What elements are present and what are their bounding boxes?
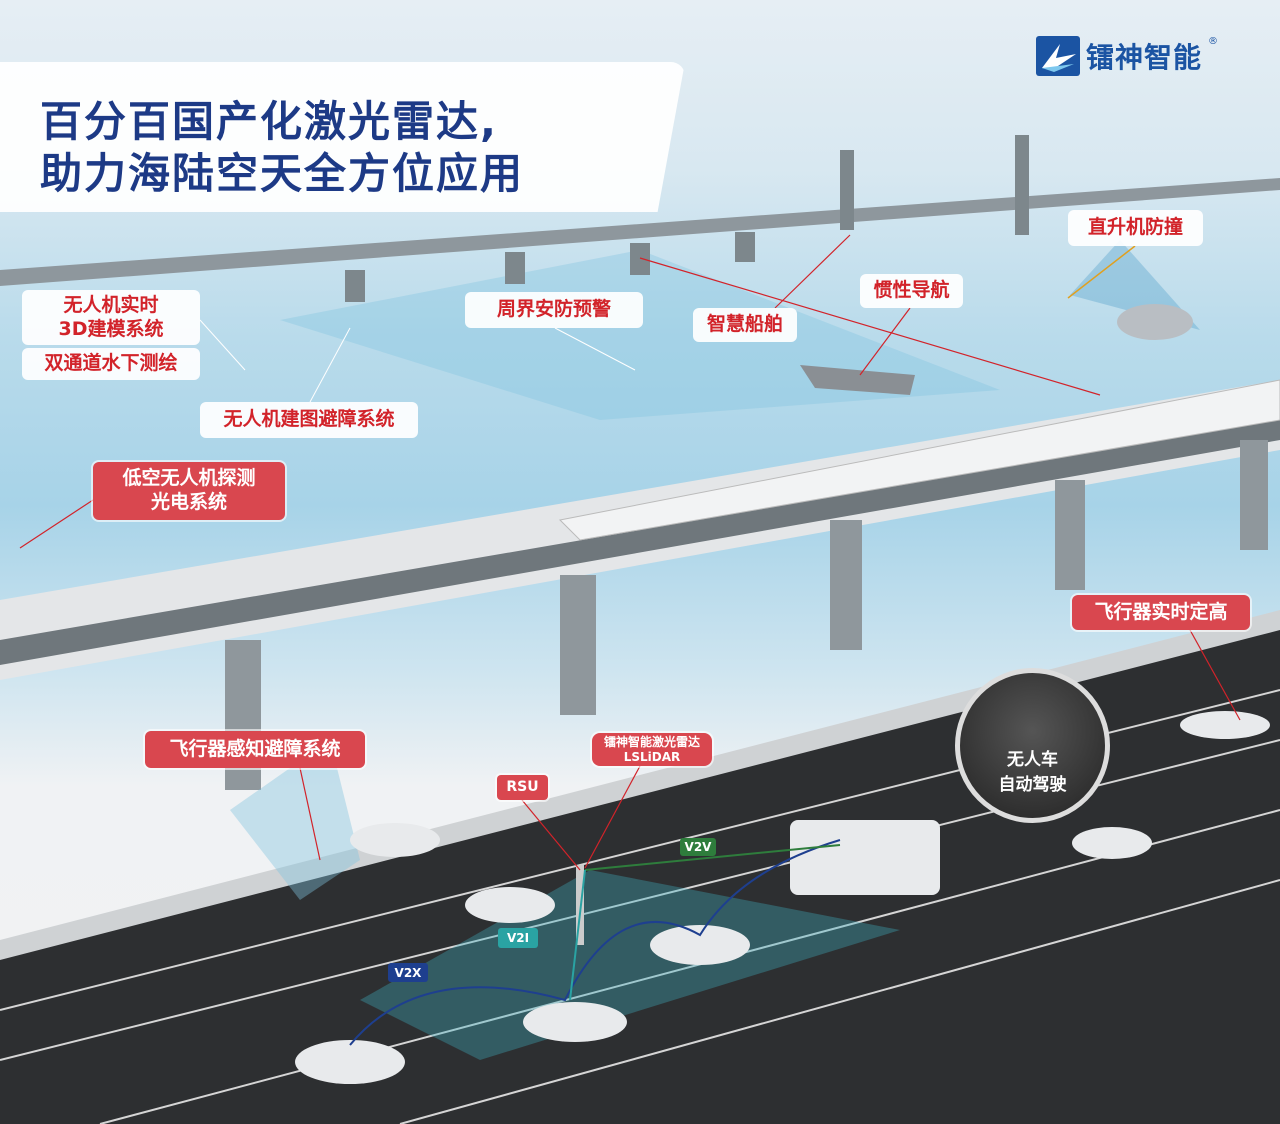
- page-title-line2: 助力海陆空天全方位应用: [40, 149, 525, 198]
- label-line: 无人车: [1007, 750, 1058, 770]
- label-line: 3D建模系统: [58, 317, 164, 340]
- title-panel: [0, 62, 685, 212]
- logo-mark-icon: [1036, 36, 1080, 76]
- lidar-coverage: [360, 870, 900, 1060]
- brand-logo: 镭神智能 ®: [1036, 36, 1218, 76]
- label-drone-mapping-avoidance: 无人机建图避障系统: [200, 402, 418, 438]
- aircraft-sensor-cone: [230, 740, 360, 900]
- helicopter-leader-line: [1067, 245, 1136, 299]
- tag-v2i: V2I: [498, 928, 538, 948]
- page-title-line1: 百分百国产化激光雷达,: [40, 97, 498, 146]
- label-inertial-navigation: 惯性导航: [860, 274, 963, 308]
- white-leader-lines: [199, 319, 636, 403]
- tag-v2x: V2X: [388, 963, 428, 982]
- v2x-link: [349, 839, 841, 1046]
- label-line: 镭神智能激光雷达: [603, 735, 700, 750]
- highway-barrier: [0, 610, 1280, 960]
- label-line: 低空无人机探测: [122, 467, 256, 490]
- label-underwater-mapping: 双通道水下测绘: [22, 348, 200, 380]
- label-low-altitude-detection: 低空无人机探测 光电系统: [93, 462, 285, 520]
- leader-lines: [19, 234, 1241, 871]
- v2i-link: [569, 869, 586, 1001]
- label-line: 自动驾驶: [998, 775, 1067, 795]
- tag-v2v: V2V: [680, 838, 716, 856]
- bridge-piers: [345, 135, 1029, 302]
- helicopter: [1117, 304, 1193, 340]
- label-line: 无人机实时: [63, 293, 159, 316]
- label-rsu: RSU: [497, 775, 548, 800]
- label-aircraft-altitude: 飞行器实时定高: [1072, 595, 1250, 630]
- label-aircraft-avoidance: 飞行器感知避障系统: [145, 731, 365, 768]
- autonomous-car-callout: 无人车 自动驾驶: [955, 668, 1110, 823]
- label-helicopter-anticollision: 直升机防撞: [1068, 210, 1203, 246]
- v2v-link: [584, 844, 841, 871]
- label-drone-3d-modeling: 无人机实时 3D建模系统: [22, 290, 200, 345]
- label-line: 光电系统: [150, 491, 227, 513]
- high-speed-train: [558, 379, 1280, 541]
- label-perimeter-warning: 周界安防预警: [465, 292, 643, 328]
- registered-mark: ®: [1208, 36, 1219, 47]
- label-lslidar: 镭神智能激光雷达 LSLiDAR: [592, 733, 712, 766]
- label-line: LSLiDAR: [623, 749, 681, 764]
- label-smart-ship: 智慧船舶: [693, 308, 797, 342]
- logo-text: 镭神智能: [1086, 41, 1203, 74]
- vehicles: [295, 711, 1270, 1084]
- ship: [800, 365, 915, 395]
- sea-bridge-deck: [0, 178, 1280, 286]
- rail-track: [0, 420, 1280, 665]
